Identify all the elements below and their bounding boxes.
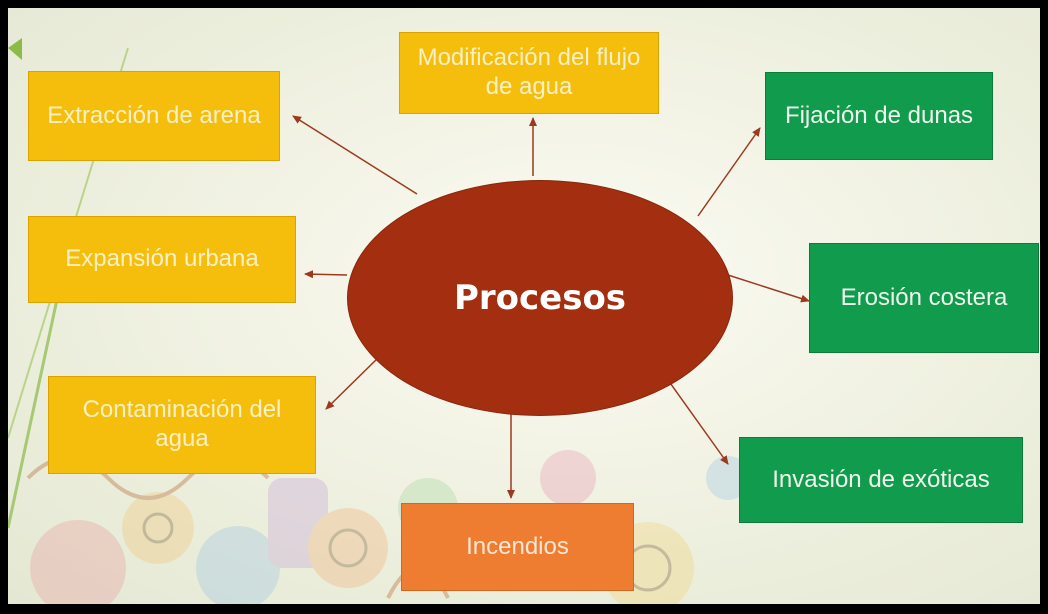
node-label: Extracción de arena (47, 101, 261, 129)
node-invasion-exoticas: Invasión de exóticas (739, 437, 1023, 523)
node-label: Expansión urbana (65, 245, 259, 273)
node-label: Modificación del flujo de agua (417, 44, 641, 100)
node-contaminacion-agua: Contaminación del agua (48, 376, 316, 474)
node-label: Erosión costera (840, 283, 1008, 311)
node-extraccion-arena: Extracción de arena (28, 71, 280, 161)
node-label: Fijación de dunas (784, 101, 974, 129)
node-expansion-urbana: Expansión urbana (28, 216, 296, 303)
node-fijacion-dunas: Fijación de dunas (765, 72, 993, 160)
node-label: Incendios (466, 532, 569, 560)
node-incendios: Incendios (401, 503, 634, 591)
node-label: Contaminación del agua (82, 396, 282, 452)
node-erosion-costera: Erosión costera (809, 243, 1039, 353)
node-modificacion-flujo: Modificación del flujo de agua (399, 32, 659, 114)
slide-canvas: Procesos Extracción de arena Modificació… (8, 8, 1040, 604)
node-label: Invasión de exóticas (772, 465, 990, 493)
center-node-label: Procesos (453, 278, 627, 318)
accent-triangle (8, 38, 22, 60)
center-node-procesos: Procesos (347, 180, 733, 416)
